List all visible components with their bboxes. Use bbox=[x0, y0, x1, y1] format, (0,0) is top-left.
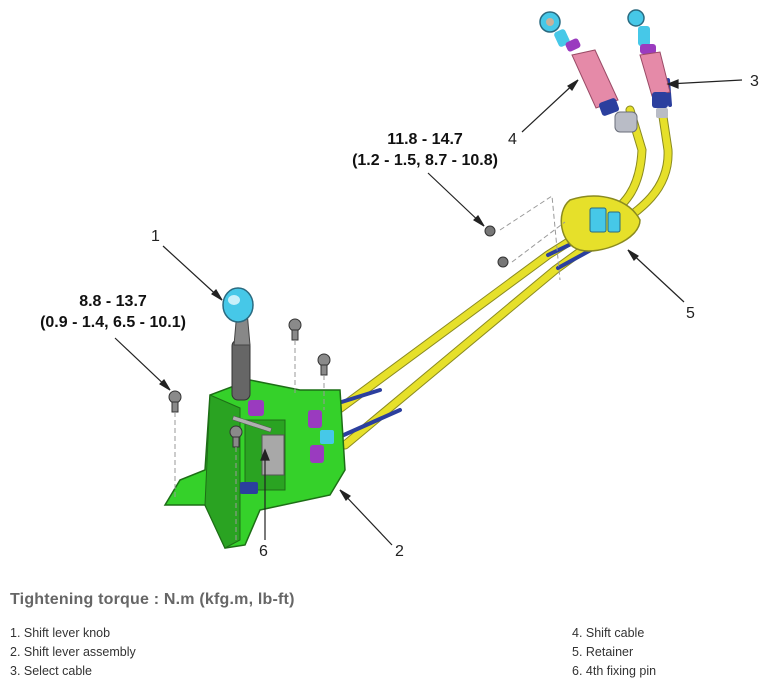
legend-item: 3. Select cable bbox=[10, 664, 92, 678]
callout-4: 4 bbox=[508, 131, 517, 148]
lever-bolt-guides bbox=[174, 340, 325, 540]
callout-5: 5 bbox=[686, 305, 695, 322]
torque-spec-retainer-bolts: 11.8 - 14.7 (1.2 - 1.5, 8.7 - 10.8) bbox=[330, 129, 520, 171]
torque-lever-alt: (0.9 - 1.4, 6.5 - 10.1) bbox=[40, 314, 186, 331]
select-cable-end bbox=[627, 9, 671, 118]
torque-spec-lever-bolts: 8.8 - 13.7 (0.9 - 1.4, 6.5 - 10.1) bbox=[18, 291, 208, 333]
retainer bbox=[560, 195, 641, 252]
legend-item: 5. Retainer bbox=[572, 645, 634, 659]
legend-item: 6. 4th fixing pin bbox=[572, 664, 657, 678]
shift-lever-cable-diagram: 1 2 3 4 5 6 bbox=[114, 9, 759, 560]
retainer-bolt-guides bbox=[499, 195, 566, 281]
legend-item: 2. Shift lever assembly bbox=[10, 645, 136, 659]
legend-item: 1. Shift lever knob bbox=[10, 626, 111, 640]
torque-lever-nm: 8.8 - 13.7 bbox=[79, 293, 147, 310]
fixing-pin bbox=[232, 415, 272, 433]
lever-bolts bbox=[168, 318, 331, 448]
callout-6: 6 bbox=[259, 543, 268, 560]
shift-cable-end bbox=[539, 11, 638, 133]
shift-lever-assembly bbox=[163, 379, 346, 549]
callout-2: 2 bbox=[395, 543, 404, 560]
torque-retainer-alt: (1.2 - 1.5, 8.7 - 10.8) bbox=[352, 152, 498, 169]
legend-item: 4. Shift cable bbox=[572, 626, 645, 640]
torque-retainer-nm: 11.8 - 14.7 bbox=[387, 131, 463, 148]
callout-leaders bbox=[114, 79, 743, 546]
callout-1: 1 bbox=[151, 228, 160, 245]
callout-3: 3 bbox=[750, 73, 759, 90]
torque-heading: Tightening torque : N.m (kfg.m, lb-ft) bbox=[10, 591, 295, 608]
retainer-bolts bbox=[484, 225, 509, 268]
legend-right: 4. Shift cable 5. Retainer 6. 4th fixing… bbox=[572, 624, 656, 681]
legend-left: 1. Shift lever knob 2. Shift lever assem… bbox=[10, 624, 136, 681]
shift-lever-knob bbox=[222, 287, 254, 323]
